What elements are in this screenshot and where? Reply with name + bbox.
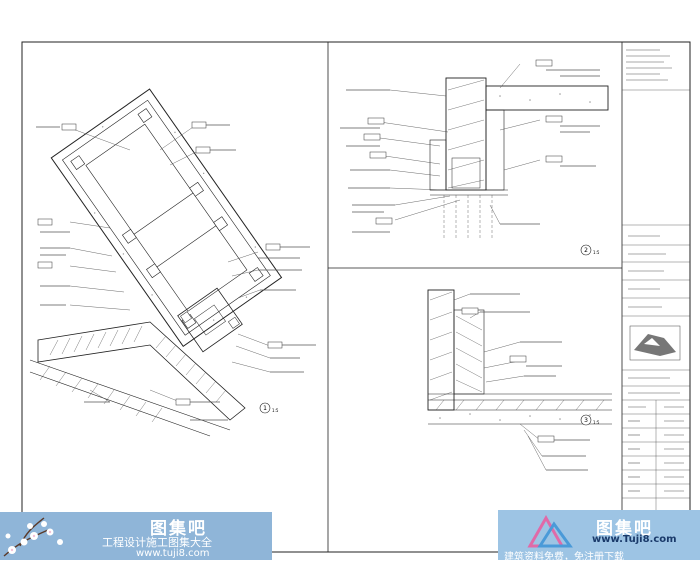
watermark-left-brand: 图集吧 (150, 519, 207, 539)
watermark-right-banner: 图集吧 www.Tuji8.com 建筑资料免费，免注册下载 (498, 510, 700, 563)
detail-1-hatched-band (29, 321, 246, 437)
detail-1-number: 1 (263, 405, 267, 412)
watermark-left-url: www.tuji8.com (136, 548, 210, 559)
detail-2-marker: 2 1:5 (580, 244, 600, 256)
detail-1-scale: 1:5 (272, 408, 279, 413)
title-block (622, 49, 690, 552)
detail-3-scale: 1:5 (593, 420, 600, 425)
detail-3-number: 3 (584, 417, 588, 424)
watermark-right-slogan: 建筑资料免费，免注册下载 (504, 552, 624, 563)
tuji8-logo-icon (527, 514, 573, 548)
key-plan-icon (629, 325, 681, 361)
detail-1-drawing: 1 1:5 (29, 88, 316, 437)
watermark-right-url: www.Tuji8.com (592, 534, 677, 545)
detail-1-marker: 1 1:5 (259, 402, 279, 414)
watermark-right-brand: 图集吧 (596, 519, 653, 539)
detail-2-drawing: 2 1:5 (340, 59, 609, 256)
watermark-left-banner: 图集吧 工程设计施工图集大全 www.tuji8.com (0, 512, 272, 560)
detail-2-number: 2 (584, 247, 588, 254)
sheet-border (21, 41, 691, 553)
detail-3-marker: 3 1:5 (580, 414, 600, 426)
detail-1-annotations: 1 1:5 (36, 121, 316, 421)
detail-3-drawing: 3 1:5 (427, 289, 612, 471)
detail-2-scale: 1:5 (593, 250, 600, 255)
watermark-left-slogan: 工程设计施工图集大全 (102, 536, 212, 549)
plum-blossom-icon (3, 517, 63, 557)
